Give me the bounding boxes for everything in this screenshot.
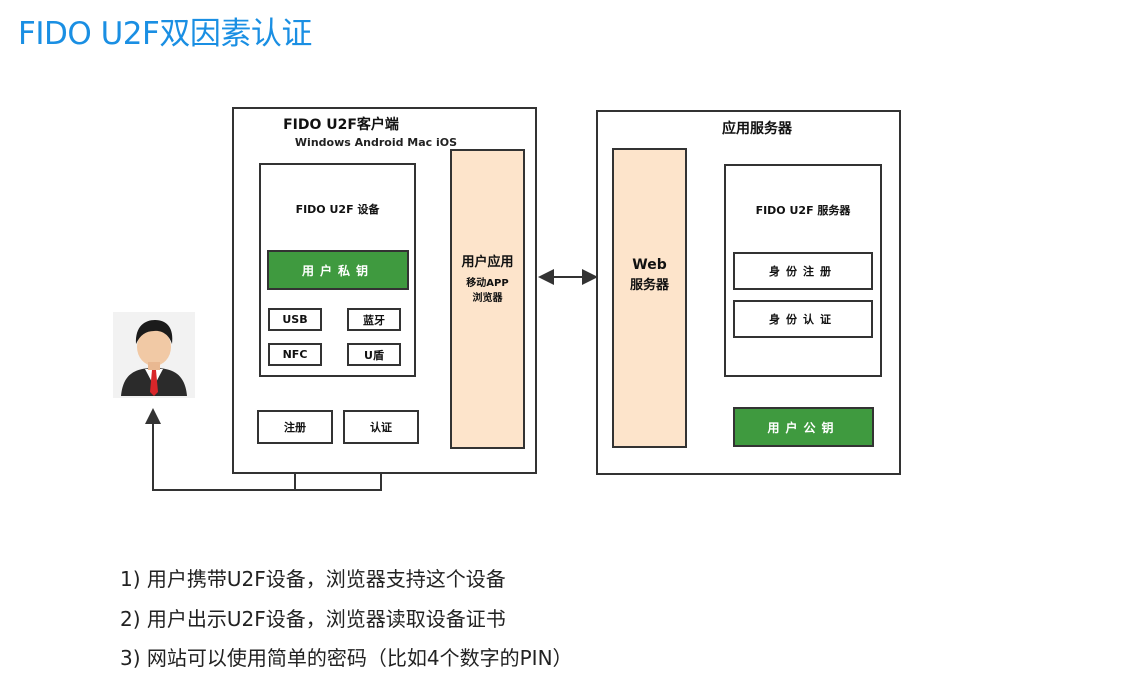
user-avatar-icon	[113, 312, 195, 398]
interface-nfc: NFC	[268, 343, 322, 366]
user-app-browser: 浏览器	[472, 293, 503, 304]
register-action: 注册	[257, 410, 333, 444]
server-title: 应用服务器	[722, 121, 792, 137]
page-title: FIDO U2F双因素认证	[18, 16, 312, 52]
u2f-server-title: FIDO U2F 服务器	[755, 204, 851, 217]
arrow-loop-to-user	[145, 408, 295, 491]
private-key: 用户私钥	[267, 250, 409, 290]
authenticate-action: 认证	[343, 410, 419, 444]
client-title: FIDO U2F客户端	[283, 117, 399, 133]
note-1: 1) 用户携带U2F设备，浏览器支持这个设备	[120, 567, 506, 591]
user-app-mobile: 移动APP	[466, 278, 509, 289]
user-app-title: 用户应用	[461, 254, 514, 270]
web-server-line2: 服务器	[629, 277, 669, 293]
web-server-line1: Web	[632, 257, 667, 273]
public-key: 用户公钥	[733, 407, 874, 447]
identity-authenticate: 身份认证	[733, 300, 873, 338]
web-server-column	[612, 148, 687, 448]
u2f-device-title: FIDO U2F 设备	[295, 203, 380, 216]
client-subtitle: Windows Android Mac iOS	[294, 135, 458, 149]
interface-ushield: U盾	[347, 343, 401, 366]
interface-usb: USB	[268, 308, 322, 331]
user-app-column	[450, 149, 525, 449]
note-3: 3) 网站可以使用简单的密码（比如4个数字的PIN）	[120, 646, 573, 670]
interface-bluetooth: 蓝牙	[347, 308, 401, 331]
identity-register: 身份注册	[733, 252, 873, 290]
note-2: 2) 用户出示U2F设备，浏览器读取设备证书	[120, 607, 506, 631]
